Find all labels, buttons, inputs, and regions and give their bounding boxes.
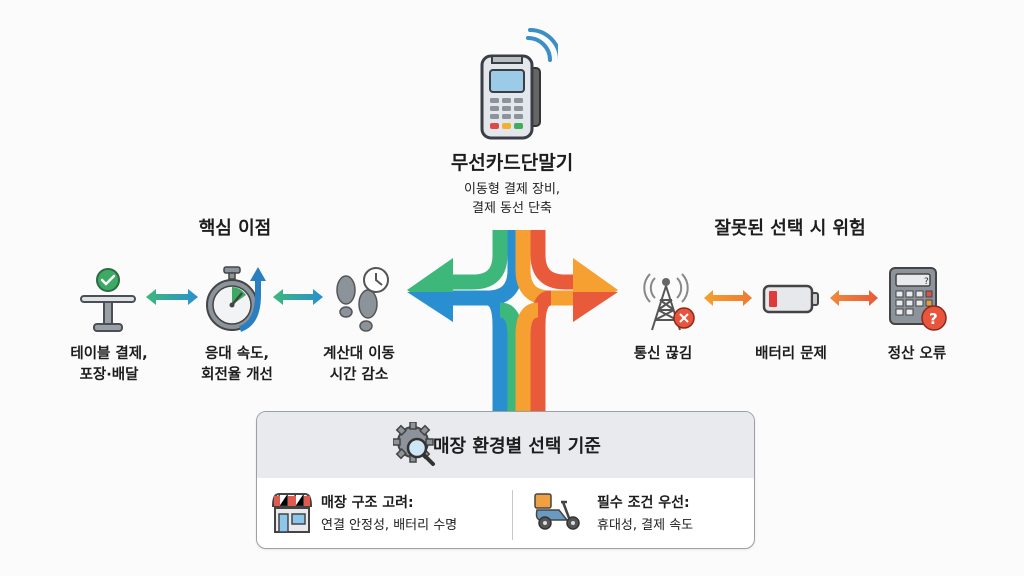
low-battery-icon bbox=[762, 283, 822, 315]
criteria-detail-2: 휴대성, 결제 속도 bbox=[597, 518, 694, 533]
gear-search-icon bbox=[392, 421, 437, 468]
risk-arrow-2 bbox=[830, 289, 878, 307]
svg-text:?: ? bbox=[924, 277, 929, 287]
benefit-arrow-1 bbox=[146, 287, 198, 307]
panel-header bbox=[257, 412, 754, 478]
svg-text:?: ? bbox=[929, 310, 938, 328]
criteria-item-2: 필수 조건 우선: 휴대성, 결제 속도 bbox=[597, 492, 693, 533]
criteria-heading-2: 필수 조건 우선: bbox=[597, 495, 690, 511]
panel-title: 매장 환경별 선택 기준 bbox=[433, 436, 601, 457]
benefit-arrow-2 bbox=[273, 287, 323, 307]
signal-tower-error-icon bbox=[636, 266, 698, 334]
risk-label-3: 정산 오류 bbox=[887, 346, 947, 362]
center-title: 무선카드단말기 bbox=[450, 152, 574, 174]
risk-arrow-1 bbox=[704, 289, 752, 307]
benefit-label-2: 응대 속도, 회전율 개선 bbox=[201, 346, 273, 383]
center-subtitle: 이동형 결제 장비, 결제 동선 단축 bbox=[463, 182, 561, 216]
split-arrows-icon bbox=[405, 230, 620, 415]
panel-divider bbox=[512, 490, 513, 540]
storefront-icon bbox=[271, 490, 313, 534]
table-check-icon bbox=[78, 266, 138, 336]
criteria-item-1: 매장 구조 고려: 연결 안정성, 배터리 수명 bbox=[321, 492, 457, 533]
risk-label-2: 배터리 문제 bbox=[755, 346, 827, 362]
footsteps-clock-icon bbox=[332, 266, 392, 334]
delivery-scooter-icon bbox=[533, 492, 583, 532]
risk-label-1: 통신 끊김 bbox=[633, 346, 693, 362]
card-terminal-icon bbox=[478, 24, 562, 144]
criteria-heading-1: 매장 구조 고려: bbox=[321, 495, 414, 511]
risks-title: 잘못된 선택 시 위험 bbox=[714, 218, 866, 239]
calculator-question-icon: ? ? bbox=[888, 266, 950, 334]
selection-criteria-panel: 매장 환경별 선택 기준 매장 구조 고려: 연결 안정성, 배터리 수명 필수… bbox=[256, 411, 755, 549]
criteria-detail-1: 연결 안정성, 배터리 수명 bbox=[321, 518, 458, 533]
benefit-label-3: 계산대 이동 시간 감소 bbox=[323, 346, 395, 383]
benefit-label-1: 테이블 결제, 포장·배달 bbox=[70, 346, 148, 383]
benefits-title: 핵심 이점 bbox=[198, 218, 272, 239]
stopwatch-icon bbox=[202, 265, 268, 335]
